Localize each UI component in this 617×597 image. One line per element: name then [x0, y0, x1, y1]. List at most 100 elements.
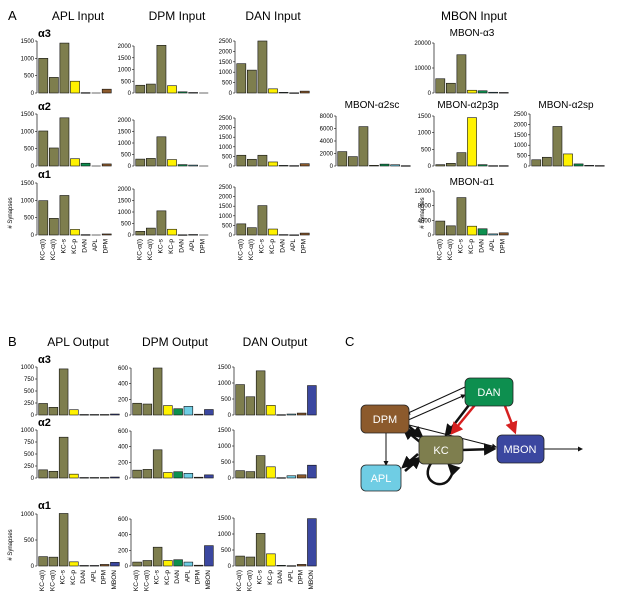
- x-tick-label: KC-s: [60, 569, 67, 584]
- x-tick-label: KC-s: [154, 569, 161, 584]
- x-tick-label: DPM: [500, 239, 507, 253]
- x-tick-label: KC-s: [457, 238, 464, 253]
- bar: [498, 92, 509, 94]
- y-tick-label: 4000: [418, 218, 432, 224]
- bar: [299, 163, 310, 167]
- y-tick-label: 750: [24, 440, 35, 446]
- bar: [101, 163, 112, 167]
- y-tick-label: 1000: [21, 365, 35, 371]
- bar: [446, 82, 456, 94]
- chart-title: MBON-α3: [450, 28, 495, 39]
- node-mbon-label: MBON: [504, 444, 537, 456]
- bar: [146, 227, 156, 236]
- bar: [477, 228, 488, 236]
- y-tick-label: 0: [228, 413, 232, 419]
- x-tick-label: APL: [92, 239, 99, 252]
- edge-kc-mbon: [461, 443, 497, 456]
- x-tick-label: DAN: [174, 570, 181, 584]
- y-tick-label: 600: [118, 429, 129, 435]
- bar: [177, 91, 188, 94]
- bar: [235, 555, 245, 567]
- y-tick-label: 1500: [218, 516, 232, 522]
- x-tick-label: DAN: [82, 239, 89, 253]
- bar: [257, 205, 268, 236]
- x-tick-label: APL: [287, 570, 294, 583]
- bar: [110, 476, 120, 479]
- node-dan: [464, 377, 514, 407]
- y-tick-label: 2500: [219, 39, 233, 45]
- bar: [152, 546, 163, 567]
- y-tick-label: 0: [228, 564, 232, 570]
- y-tick-label: 1500: [118, 199, 132, 205]
- bar: [236, 63, 247, 94]
- bar: [188, 92, 198, 94]
- panel-label-c: C: [345, 334, 354, 349]
- column-header: APL Input: [52, 9, 105, 23]
- bar: [542, 156, 552, 167]
- y-tick-label: 2000: [219, 195, 233, 201]
- y-tick-label: 2000: [118, 44, 132, 50]
- column-header: DPM Output: [142, 335, 209, 349]
- node-dpm-label: DPM: [373, 414, 397, 426]
- y-tick-label: 600: [118, 517, 129, 523]
- bar: [236, 154, 247, 167]
- bar: [80, 234, 91, 236]
- y-tick-label: 1000: [219, 70, 233, 76]
- bar: [173, 408, 183, 416]
- bar: [99, 414, 110, 416]
- bar: [278, 234, 289, 236]
- bar: [278, 165, 289, 167]
- x-tick-label: KC-s: [258, 238, 265, 253]
- bar: [247, 69, 257, 94]
- x-tick-label: KC-s: [60, 238, 67, 253]
- bar: [173, 471, 183, 479]
- bar: [142, 560, 153, 567]
- y-tick-label: 1500: [219, 135, 233, 141]
- bar: [80, 162, 91, 167]
- circuit-diagram: DPM DAN KC APL MBON: [360, 377, 583, 492]
- x-tick-label: APL: [189, 239, 196, 252]
- bar: [58, 368, 69, 416]
- bar: [188, 164, 198, 167]
- bar: [69, 473, 79, 479]
- bar: [276, 414, 286, 416]
- y-tick-label: 12000: [414, 189, 431, 195]
- node-kc: [418, 435, 464, 465]
- bar: [456, 197, 467, 236]
- edge-dpm-dan: [405, 394, 466, 422]
- y-tick-label: 500: [24, 452, 35, 458]
- x-tick-label: KC-α(I): [143, 570, 150, 591]
- y-tick-label: 0: [428, 91, 432, 97]
- x-tick-label: DAN: [479, 239, 486, 253]
- x-tick-label: DPM: [301, 239, 308, 253]
- y-tick-label: 500: [24, 538, 35, 544]
- edge-dan-dpm: [405, 386, 466, 415]
- column-header: DPM Input: [149, 9, 206, 23]
- y-tick-label: 500: [222, 81, 233, 87]
- bar: [266, 405, 276, 416]
- y-tick-label: 0: [229, 91, 233, 97]
- row-label: α2: [38, 101, 51, 113]
- x-tick-label: KC-p: [468, 239, 475, 254]
- bar: [245, 396, 256, 416]
- bar: [467, 225, 477, 236]
- bar: [156, 210, 167, 236]
- bar: [38, 130, 49, 167]
- bar: [435, 164, 446, 167]
- bar: [337, 151, 348, 167]
- y-tick-label: 10000: [414, 66, 431, 72]
- bar: [193, 476, 204, 479]
- x-tick-label: KC-α(I): [136, 239, 143, 260]
- x-tick-label: MBON: [111, 570, 118, 590]
- y-tick-label: 8000: [320, 114, 334, 120]
- x-tick-label: KC-α(I): [147, 239, 154, 260]
- bar: [49, 147, 59, 167]
- y-tick-label: 250: [24, 401, 35, 407]
